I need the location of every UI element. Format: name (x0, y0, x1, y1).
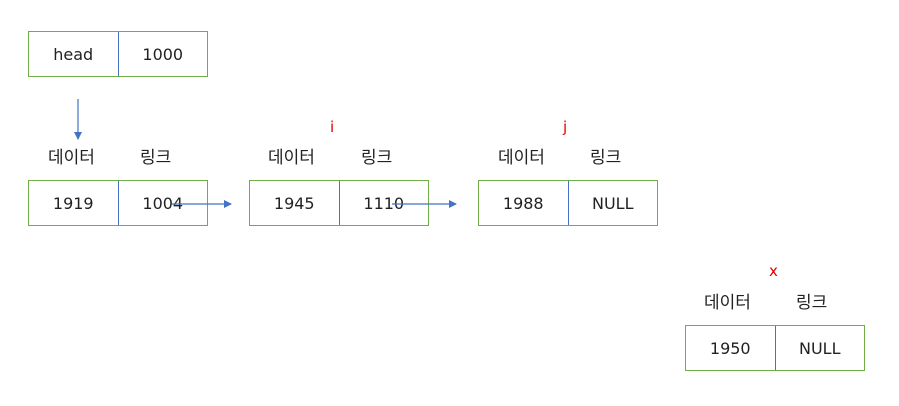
node-1-data: 1919 (52, 193, 94, 213)
node-2: 1945 1110 (249, 180, 429, 226)
node-1-link: 1004 (117, 181, 208, 225)
head-label: head (53, 44, 94, 64)
node-1: 1919 1004 (28, 180, 208, 226)
node-3-link-header: 링크 (590, 148, 622, 168)
node-3-link: NULL (567, 181, 658, 225)
node-2-link: 1110 (338, 181, 429, 225)
new-node-link: NULL (774, 326, 865, 370)
pointer-x: x (769, 262, 778, 280)
node-1-data-header: 데이터 (48, 148, 95, 168)
node-3: 1988 NULL (478, 180, 658, 226)
node-2-link-header: 링크 (361, 148, 393, 168)
new-node-link-header: 링크 (796, 293, 828, 313)
node-3-data: 1988 (502, 193, 544, 213)
new-node-data: 1950 (709, 338, 751, 358)
node-1-link-header: 링크 (140, 148, 172, 168)
new-node-data-header: 데이터 (704, 293, 751, 313)
head-node: head 1000 (28, 31, 208, 77)
node-3-data-header: 데이터 (498, 148, 545, 168)
node-2-data: 1945 (273, 193, 315, 213)
node-2-data-header: 데이터 (268, 148, 315, 168)
pointer-i: i (330, 118, 335, 136)
new-node: 1950 NULL (685, 325, 865, 371)
head-value: 1000 (117, 32, 208, 76)
pointer-j: j (563, 118, 568, 136)
